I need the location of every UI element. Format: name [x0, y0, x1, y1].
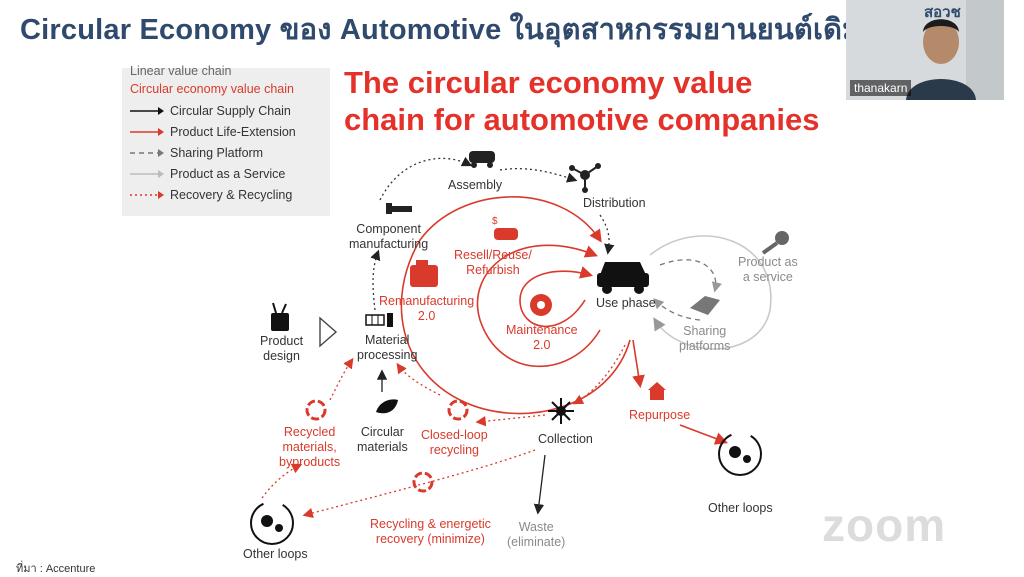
- gears-icon-left: [250, 501, 294, 545]
- label-use-phase: Use phase: [596, 296, 656, 310]
- dotted-red-arrow-icon: [130, 191, 164, 199]
- resell-car-icon: $: [492, 216, 518, 240]
- solid-black-arrow-icon: [130, 107, 164, 115]
- material-component-arc: [370, 249, 381, 311]
- product-service-loop: [649, 235, 772, 350]
- legend-item-sharing: Sharing Platform: [130, 146, 263, 160]
- label-material-processing: Material processing: [357, 333, 418, 362]
- closedloop-material-arrow: [396, 362, 441, 396]
- participant-name: thanakarn: [850, 80, 912, 96]
- recycled-material-arrow: [329, 357, 354, 401]
- exhaust-pipe-icon: [386, 203, 412, 214]
- source-note: ที่มา : Accenture: [16, 563, 96, 575]
- assembly-distribution-arc: [499, 168, 578, 183]
- svg-text:$: $: [492, 216, 498, 227]
- dashed-grey-arrow-icon: [130, 149, 164, 157]
- label-resell: Resell/Reuse/ Refurbish: [454, 248, 532, 277]
- legend-header: Circular economy value chain: [130, 82, 294, 96]
- label-component: Component manufacturing: [349, 222, 429, 251]
- sharing-loop: [659, 259, 722, 293]
- diagram-heading: The circular economy value chain for aut…: [344, 65, 820, 137]
- participant-video[interactable]: thanakarn: [846, 0, 1004, 100]
- slide-title: Circular Economy ของ Automotive ในอุตสาห…: [20, 14, 862, 46]
- engine-icon: [410, 260, 438, 287]
- label-sharing: Sharing platforms: [679, 324, 731, 353]
- lightgrey-arrow-icon: [130, 170, 164, 178]
- legend-item-supply-chain: Circular Supply Chain: [130, 104, 291, 118]
- label-remanufacturing: Remanufacturing 2.0: [379, 294, 475, 323]
- label-other-loops-right: Other loops: [708, 501, 773, 515]
- collection-closedloop-arrow: [475, 414, 546, 427]
- use-collection-arrow: [572, 344, 626, 405]
- design-to-material-triangle: [319, 316, 338, 348]
- label-recycling-energy: Recycling & energetic recovery (minimize…: [370, 517, 491, 546]
- material-grid-icon: [365, 313, 393, 327]
- solid-red-arrow-icon: [130, 128, 164, 136]
- design-cup-icon: [271, 302, 289, 331]
- legend: Linear value chain Circular economy valu…: [122, 64, 330, 216]
- label-distribution: Distribution: [583, 196, 646, 210]
- key-icon: [761, 231, 789, 255]
- repurpose-other-arrow: [679, 424, 728, 445]
- org-logo: สอวช: [924, 4, 961, 21]
- zoom-watermark: zoom: [822, 499, 947, 551]
- label-closed-loop: Closed-loop recycling: [421, 428, 488, 457]
- recycle-icon-energy: [412, 471, 434, 493]
- label-product-service: Product as a service: [738, 255, 798, 284]
- handshake-icon: [690, 296, 720, 315]
- legend-partial-item: Linear value chain: [130, 64, 232, 78]
- assembly-car-icon: [469, 151, 495, 168]
- legend-item-product-service: Product as a Service: [130, 167, 285, 181]
- collection-network-icon: [548, 398, 574, 424]
- label-waste: Waste (eliminate): [507, 520, 566, 549]
- sharing-return: [653, 298, 701, 321]
- leaf-icon: [376, 399, 398, 414]
- use-phase-car-icon: [597, 262, 649, 294]
- repurpose-house-icon: [648, 382, 666, 400]
- distribution-network-icon: [569, 163, 601, 193]
- legend-item-recovery: Recovery & Recycling: [130, 188, 292, 202]
- maintenance-loop: [519, 266, 594, 328]
- repurpose-arrow: [632, 339, 645, 389]
- label-repurpose: Repurpose: [629, 408, 691, 422]
- maintenance-gear-icon: [530, 294, 552, 316]
- gears-icon-right: [718, 432, 762, 476]
- collection-waste-arrow: [533, 454, 546, 515]
- recycle-icon-recycled: [305, 399, 327, 421]
- label-recycled-materials: Recycled materials, byproducts: [279, 425, 341, 469]
- recycle-icon-closedloop: [447, 399, 469, 421]
- label-collection: Collection: [538, 432, 593, 446]
- label-other-loops-left: Other loops: [243, 547, 308, 561]
- participant-avatar: [846, 0, 1004, 100]
- label-maintenance: Maintenance 2.0: [506, 323, 578, 352]
- label-circular-materials: Circular materials: [357, 425, 408, 454]
- legend-item-life-extension: Product Life-Extension: [130, 125, 296, 139]
- label-assembly: Assembly: [448, 178, 503, 192]
- resell-loop: [476, 244, 601, 368]
- otherloops-recycled-arrow: [261, 463, 303, 499]
- distribution-use-arc: [599, 214, 615, 255]
- label-product-design: Product design: [260, 334, 304, 363]
